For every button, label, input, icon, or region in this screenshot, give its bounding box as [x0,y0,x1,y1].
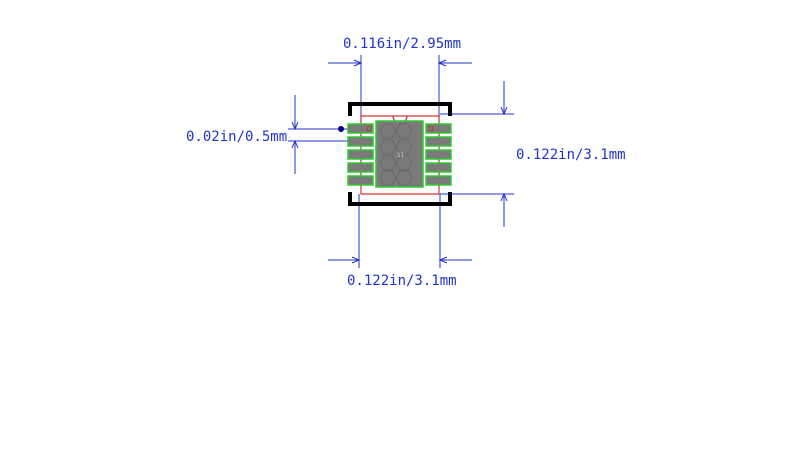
exposed-pad [375,120,424,188]
body-height-dimension [440,81,514,227]
pad-pattern [379,123,413,186]
body-width-dimension [328,194,472,268]
pad-left-2 [347,136,374,147]
right-pad-column [425,123,452,186]
body-height-label: 0.122in/3.1mm [516,147,626,163]
pad-left-5 [347,175,374,186]
top-width-dimension [328,55,472,118]
silkscreen-outline [348,102,452,206]
pad-left-1 [347,123,374,134]
pad-right-7 [425,162,452,173]
pad-right-9 [425,136,452,147]
pad-right-10 [425,123,452,134]
pad-left-4 [347,162,374,173]
body-width-label: 0.122in/3.1mm [347,273,457,289]
pad-left-3 [347,149,374,160]
pin1-marker [338,126,344,132]
pad-right-6 [425,175,452,186]
pin-pitch-label: 0.02in/0.5mm [186,129,287,145]
pad-right-8 [425,149,452,160]
exposed-pad-label: 11 [397,152,405,159]
pin-pitch-dimension [288,95,352,174]
top-width-label: 0.116in/2.95mm [343,36,461,52]
left-pad-column [347,123,374,186]
